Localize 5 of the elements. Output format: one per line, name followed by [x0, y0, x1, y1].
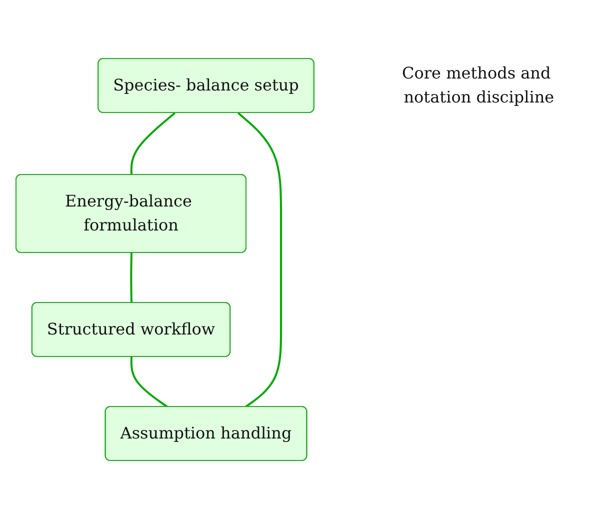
connector: [130, 112, 176, 176]
connector: [237, 112, 282, 408]
node-text: Core methods and notation discipline: [402, 64, 554, 106]
connector: [130, 356, 168, 408]
connector: [130, 252, 132, 304]
